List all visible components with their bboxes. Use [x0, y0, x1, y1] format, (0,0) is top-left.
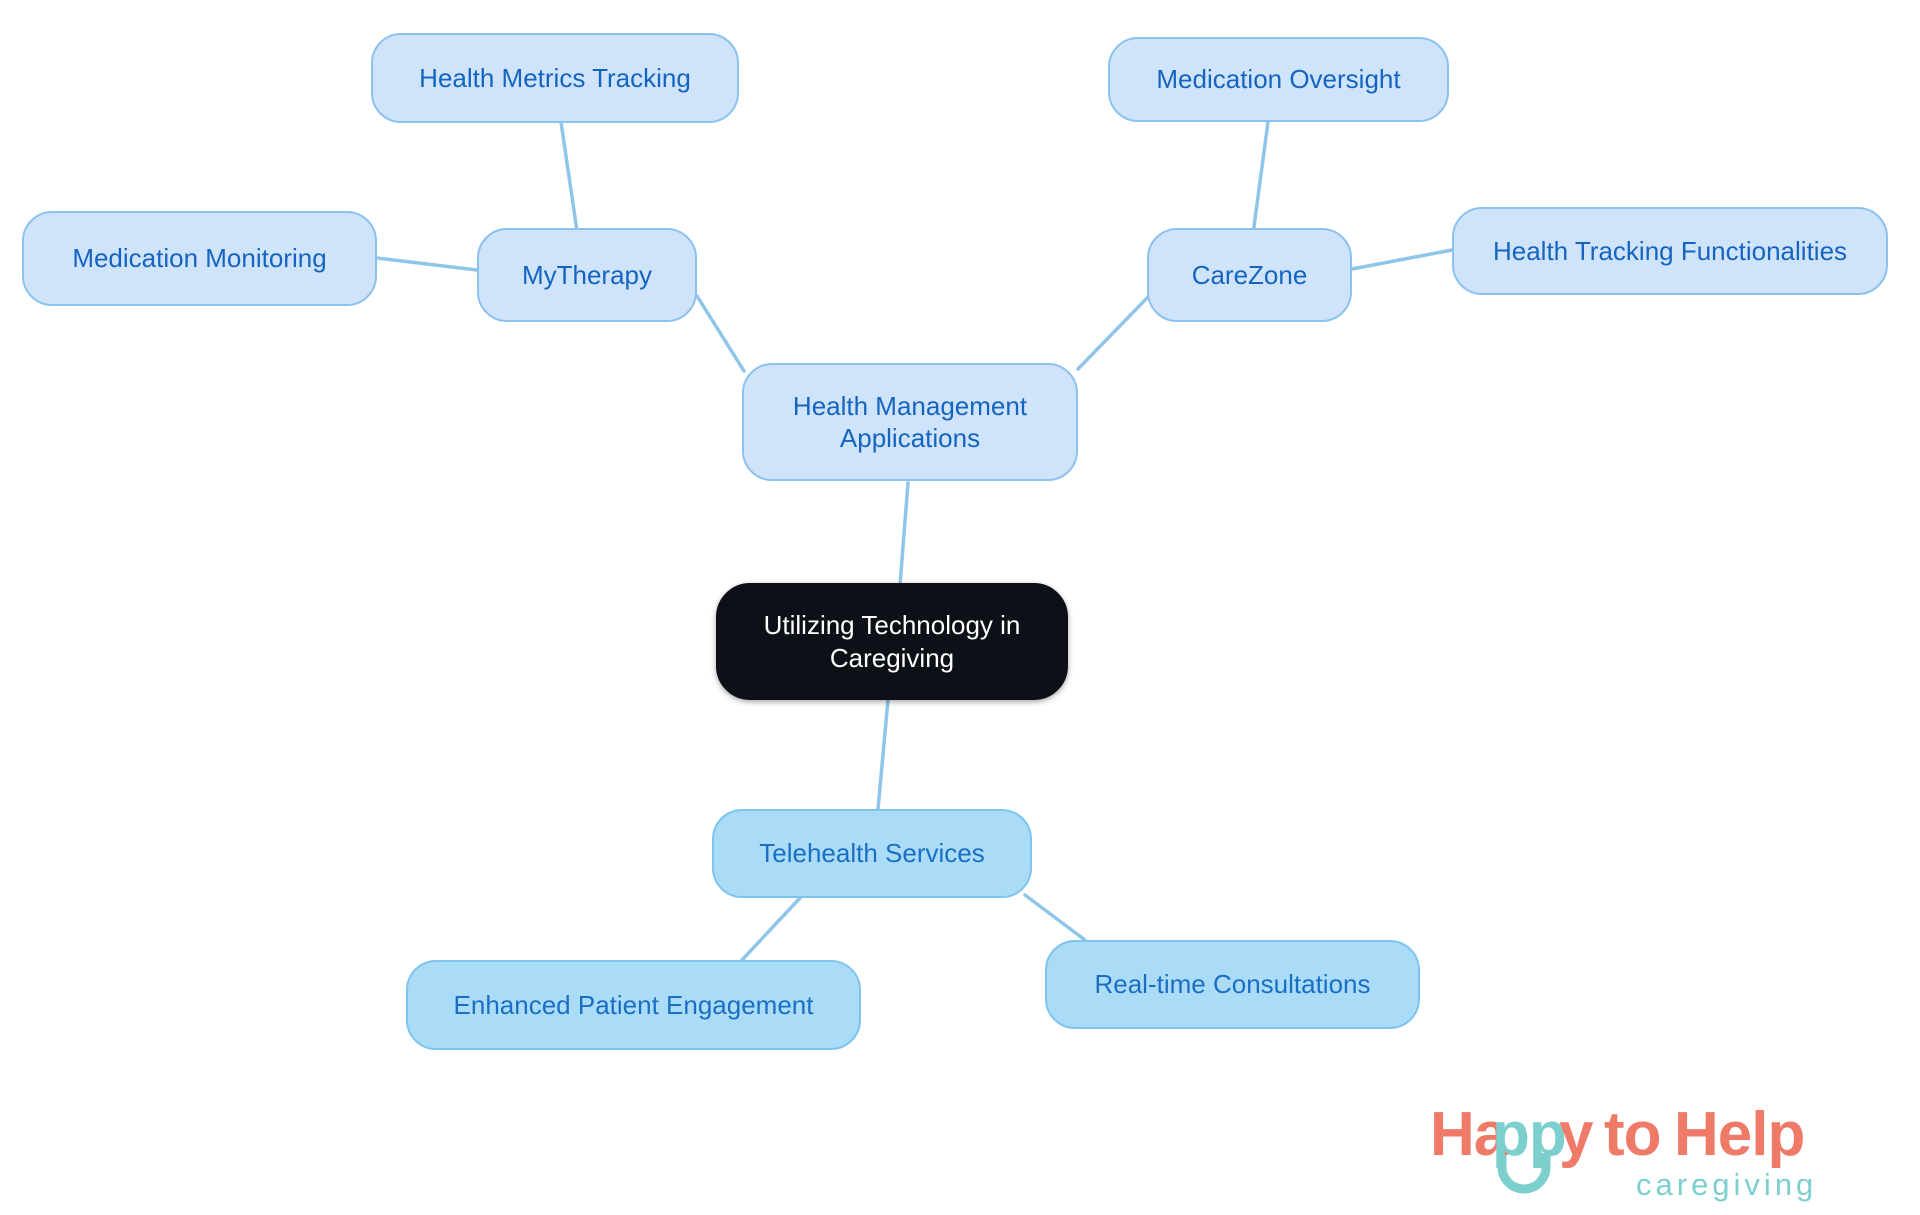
node-health-tracking-functionalities-label: Health Tracking Functionalities — [1492, 235, 1848, 266]
edge-carezone-medication-oversight — [1251, 120, 1270, 236]
node-telehealth-services-label: Telehealth Services — [759, 838, 985, 869]
node-carezone-label: CareZone — [1191, 259, 1308, 290]
node-health-metrics-tracking[interactable]: Health Metrics Tracking — [371, 33, 739, 123]
logo-to-text: to — [1604, 1100, 1661, 1169]
node-health-tracking-functionalities[interactable]: Health Tracking Functionalities — [1452, 207, 1888, 295]
node-root[interactable]: Utilizing Technology in Caregiving — [716, 583, 1068, 700]
edge-root-health-management — [898, 481, 910, 587]
node-telehealth-services[interactable]: Telehealth Services — [712, 809, 1032, 898]
edge-health-management-carezone — [1076, 296, 1149, 371]
logo-artwork: Ha pp y to Help caregiving — [1430, 1100, 1817, 1202]
edge-telehealth-enhanced-engagement — [740, 896, 802, 962]
logo-help-text: Help — [1674, 1100, 1804, 1169]
node-health-management-applications-label: Health Management Applications — [792, 390, 1028, 454]
logo-y-text: y — [1559, 1100, 1594, 1169]
edge-mytherapy-health-metrics — [559, 120, 579, 233]
node-root-label: Utilizing Technology in Caregiving — [763, 610, 1021, 673]
node-medication-oversight[interactable]: Medication Oversight — [1108, 37, 1449, 122]
edge-health-management-mytherapy — [695, 294, 746, 373]
node-health-management-applications[interactable]: Health Management Applications — [742, 363, 1078, 481]
edge-carezone-health-tracking — [1350, 248, 1454, 271]
smile-arc-icon — [1497, 1153, 1551, 1194]
node-enhanced-patient-engagement-label: Enhanced Patient Engagement — [453, 989, 814, 1020]
logo-tagline-text: caregiving — [1636, 1167, 1817, 1202]
node-enhanced-patient-engagement[interactable]: Enhanced Patient Engagement — [406, 960, 861, 1050]
node-mytherapy[interactable]: MyTherapy — [477, 228, 697, 322]
node-realtime-consultations-label: Real-time Consultations — [1094, 969, 1371, 1000]
node-medication-oversight-label: Medication Oversight — [1156, 64, 1401, 95]
edge-telehealth-realtime — [1023, 893, 1087, 942]
node-medication-monitoring[interactable]: Medication Monitoring — [22, 211, 377, 306]
node-health-metrics-tracking-label: Health Metrics Tracking — [419, 62, 691, 93]
node-mytherapy-label: MyTherapy — [521, 259, 653, 290]
logo-pp-text: pp — [1492, 1100, 1566, 1169]
edge-mytherapy-medication-monitoring — [375, 256, 479, 272]
node-realtime-consultations[interactable]: Real-time Consultations — [1045, 940, 1420, 1029]
logo-ha-text: Ha — [1430, 1100, 1509, 1169]
edge-root-telehealth — [876, 698, 890, 811]
node-carezone[interactable]: CareZone — [1147, 228, 1352, 322]
node-medication-monitoring-label: Medication Monitoring — [72, 243, 327, 274]
happy-to-help-logo: Ha pp y to Help caregiving — [1424, 1087, 1894, 1209]
